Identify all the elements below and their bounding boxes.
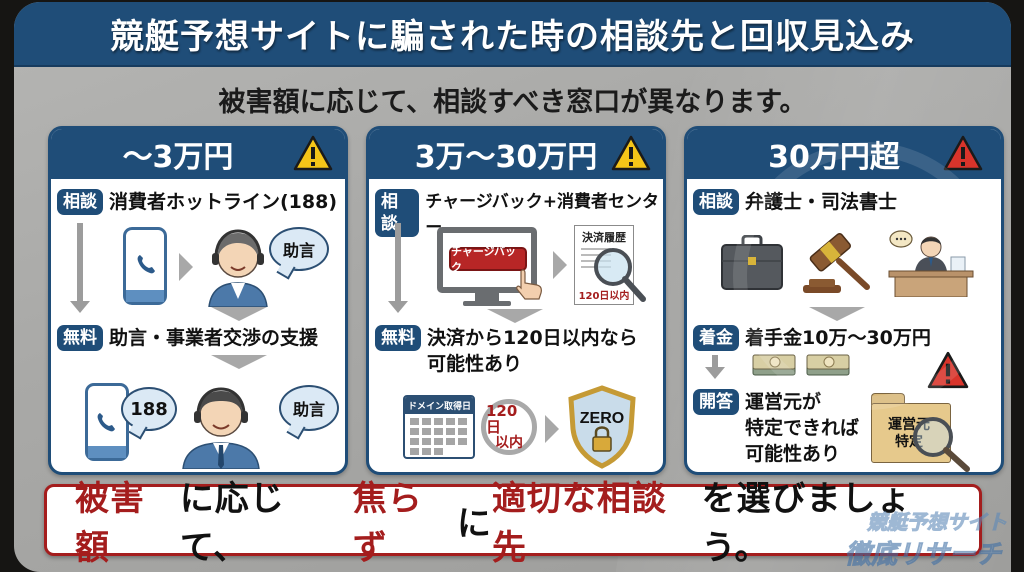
free-text-line-1: 決済から120日以内なら [427,327,638,349]
call-icon [137,255,155,274]
advice-bubble: 助言 [269,227,329,271]
gavel-icon [803,232,870,293]
right-arrow-icon [179,253,193,281]
consult-tag: 相談 [693,189,739,215]
consult-text: 消費者ホットライン(188) [109,191,338,213]
flow-line [77,223,83,303]
free-tag: 無料 [375,325,421,351]
down-arrow-icon [211,355,267,369]
flow-line [712,355,718,369]
magnifier-icon [913,417,970,472]
briefcase-icon [721,235,783,290]
monitor-base [463,301,511,306]
down-arrow-icon [388,301,408,313]
disclosure-line-1: 運営元が [745,391,822,413]
down-arrow-icon [211,307,267,321]
card-header: 30万円超 [687,129,1001,179]
down-arrow-icon [70,301,90,313]
disclosure-tag: 開答 [693,389,739,415]
down-arrow-icon [705,367,725,379]
advice-bubble: 助言 [279,385,339,431]
consult-tag: 相談 [57,189,103,215]
monitor-stand [475,293,499,301]
card-over-300k: 30万円超 相談 弁護士・司法書士 [684,126,1004,475]
phone-icon [123,227,167,305]
disclosure-row: 開答 運営元が 特定できれば 可能性あり [693,389,859,467]
monitor-icon: チャージバック [437,227,537,293]
banknotes-icon [806,354,850,376]
right-arrow-icon [553,251,567,279]
warning-icon [943,135,983,171]
free-text-line-2: 可能性あり [427,353,523,375]
consult-row: 相談 チャージバック+消費者センター [375,189,663,241]
fee-text: 着手金10万〜30万円 [745,327,931,349]
down-arrow-icon [809,307,865,321]
flow-line [395,223,401,303]
title-bar: 競艇予想サイトに騙された時の相談先と回収見込み [14,2,1011,67]
warning-icon [293,135,333,171]
shield-lock-icon: ZERO [568,385,636,469]
card-header: 〜3万円 [51,129,345,179]
conclusion-banner: 被害額に応じて、焦らずに適切な相談先を選びましょう。 [44,479,982,568]
infographic-panel: 競艇予想サイトに騙された時の相談先と回収見込み 被害額に応じて、相談すべき窓口が… [14,2,1011,572]
card-30k-to-300k: 3万〜30万円 相談 チャージバック+消費者センター チャージバック 決済履歴 … [366,126,666,475]
down-arrow-icon [487,309,543,323]
folder-icon: 運営元 特定 [871,393,951,463]
magnifier-icon [594,248,646,302]
phone-icon [85,383,129,461]
right-arrow-icon [545,415,559,443]
pointing-hand-icon [516,269,542,300]
disclosure-line-2: 特定できれば [745,417,860,439]
warning-icon [611,135,651,171]
svg-text:ZERO: ZERO [580,410,624,427]
amount-range: 〜3万円 [122,140,234,175]
consult-text: 弁護士・司法書士 [745,191,898,213]
amount-range: 3万〜30万円 [414,140,598,175]
free-text: 助言・事業者交渉の支援 [109,327,319,349]
hotline-188-bubble: 188 [121,387,177,431]
chargeback-screen-button: チャージバック [449,245,527,274]
warning-icon [927,351,969,389]
call-icon [97,413,115,432]
disclosure-line-3: 可能性あり [745,443,841,465]
calendar-icon: ドメイン取得日 [403,395,475,459]
subtitle: 被害額に応じて、相談すべき窓口が異なります。 [218,87,807,118]
fee-row: 着金 着手金10万〜30万円 [693,325,931,351]
free-tag: 無料 [57,325,103,351]
banknotes-icon [752,354,796,376]
page-title: 競艇予想サイトに騙された時の相談先と回収見込み [110,17,915,57]
card-header: 3万〜30万円 [369,129,663,179]
fee-tag: 着金 [693,325,739,351]
lawyer-at-desk-icon [888,230,974,297]
operator-man-icon [182,387,260,469]
consult-row: 相談 消費者ホットライン(188) [57,189,337,215]
card-under-30k: 〜3万円 相談 消費者ホットライン(188) [48,126,348,475]
free-row: 無料 助言・事業者交渉の支援 [57,325,318,351]
consult-row: 相談 弁護士・司法書士 [693,189,897,215]
amount-range: 30万円超 [768,140,900,175]
operator-woman-icon [208,229,268,307]
120-days-badge: 120日 以内 [481,399,537,455]
free-row: 無料 決済から120日以内なら 可能性あり [375,325,638,377]
